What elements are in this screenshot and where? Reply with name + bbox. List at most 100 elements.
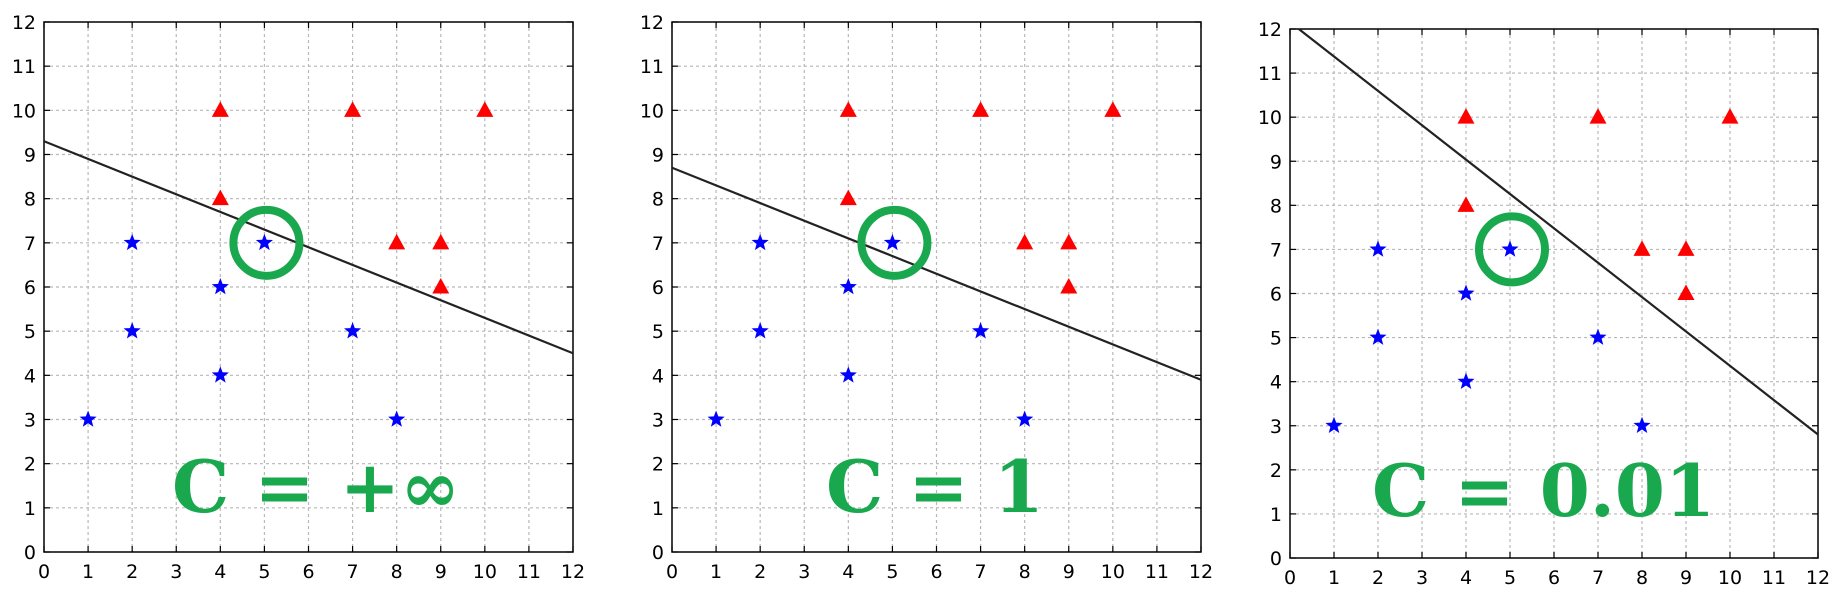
y-tick-label: 1: [24, 498, 36, 520]
y-tick-label: 8: [1270, 195, 1282, 217]
triangle-point: [972, 101, 990, 117]
y-tick-label: 11: [640, 56, 664, 78]
star-point: [123, 233, 141, 251]
triangle-point: [1457, 196, 1475, 212]
star-point: [1369, 240, 1387, 257]
x-tick-label: 9: [1063, 561, 1075, 583]
y-tick-label: 0: [24, 542, 36, 564]
triangle-point: [1060, 278, 1078, 294]
star-point: [255, 233, 273, 251]
y-tick-label: 11: [1258, 63, 1282, 85]
x-tick-label: 12: [1806, 567, 1830, 589]
y-tick-label: 7: [24, 233, 36, 255]
star-point: [1501, 240, 1519, 257]
y-tick-label: 11: [12, 56, 36, 78]
x-tick-label: 10: [473, 561, 497, 583]
x-tick-label: 3: [798, 561, 810, 583]
x-tick-label: 0: [1284, 567, 1296, 589]
triangle-point: [432, 278, 450, 294]
x-tick-label: 12: [561, 561, 585, 583]
decision-boundary-line: [44, 140, 573, 355]
x-tick-label: 11: [1145, 561, 1169, 583]
x-tick-label: 10: [1718, 567, 1742, 589]
y-tick-label: 5: [652, 321, 664, 343]
y-tick-label: 10: [12, 100, 36, 122]
y-tick-label: 2: [652, 454, 664, 476]
triangle-point: [839, 189, 857, 206]
x-tick-label: 3: [170, 561, 182, 583]
highlight-circle: [1475, 212, 1549, 287]
y-tick-label: 4: [652, 365, 664, 387]
x-tick-label: 8: [1019, 561, 1031, 583]
x-tick-label: 9: [1680, 567, 1692, 589]
triangle-point: [1060, 233, 1078, 250]
y-tick-label: 10: [1258, 107, 1282, 129]
star-point: [751, 233, 769, 251]
y-tick-label: 3: [1270, 416, 1282, 438]
x-tick-label: 8: [391, 561, 403, 583]
triangle-point: [1677, 284, 1695, 300]
x-tick-label: 10: [1101, 561, 1125, 583]
x-tick-label: 0: [38, 561, 50, 583]
y-tick-label: 6: [24, 277, 36, 299]
x-tick-label: 4: [842, 561, 854, 583]
y-tick-label: 0: [652, 542, 664, 564]
y-tick-label: 5: [1270, 328, 1282, 350]
star-point: [839, 366, 857, 383]
star-point: [883, 233, 901, 251]
y-tick-label: 10: [640, 100, 664, 122]
star-point: [839, 278, 857, 295]
x-tick-label: 2: [126, 561, 138, 583]
y-tick-label: 2: [1270, 460, 1282, 482]
star-point: [1633, 416, 1651, 434]
x-tick-label: 5: [258, 561, 270, 583]
x-tick-label: 3: [1416, 567, 1428, 589]
y-tick-label: 9: [24, 145, 36, 167]
y-tick-label: 0: [1270, 548, 1282, 570]
x-tick-label: 6: [930, 561, 942, 583]
x-tick-label: 6: [1548, 567, 1560, 589]
x-tick-label: 1: [710, 561, 722, 583]
y-tick-label: 1: [652, 498, 664, 520]
triangle-point: [1721, 108, 1739, 124]
triangle-point: [344, 101, 362, 117]
triangle-point: [1589, 108, 1607, 124]
star-point: [972, 322, 990, 339]
y-tick-label: 9: [652, 145, 664, 167]
y-tick-label: 12: [1258, 19, 1282, 41]
x-tick-label: 1: [1328, 567, 1340, 589]
x-tick-label: 12: [1189, 561, 1213, 583]
x-tick-label: 5: [1504, 567, 1516, 589]
star-point: [211, 366, 229, 383]
x-tick-label: 1: [82, 561, 94, 583]
y-tick-label: 2: [24, 454, 36, 476]
y-tick-label: 7: [652, 233, 664, 255]
triangle-point: [432, 233, 450, 250]
y-tick-label: 1: [1270, 504, 1282, 526]
x-tick-label: 11: [1762, 567, 1786, 589]
triangle-point: [476, 101, 494, 117]
y-tick-label: 12: [12, 12, 36, 34]
x-tick-label: 7: [347, 561, 359, 583]
y-tick-label: 8: [24, 189, 36, 211]
x-tick-label: 5: [886, 561, 898, 583]
x-tick-label: 7: [1592, 567, 1604, 589]
triangle-point: [1633, 240, 1651, 256]
star-point: [1369, 328, 1387, 345]
star-point: [123, 322, 141, 339]
star-point: [211, 278, 229, 295]
x-tick-label: 6: [302, 561, 314, 583]
regularization-label: C = 0.01: [1372, 448, 1715, 533]
decision-boundary-line: [672, 166, 1201, 381]
star-point: [751, 322, 769, 339]
triangle-point: [388, 233, 406, 250]
triangle-point: [1104, 101, 1122, 117]
x-tick-label: 2: [1372, 567, 1384, 589]
y-tick-label: 3: [652, 410, 664, 432]
triangle-point: [839, 101, 857, 117]
decision-boundary-line: [1298, 29, 1818, 436]
x-tick-label: 7: [975, 561, 987, 583]
x-tick-label: 11: [517, 561, 541, 583]
